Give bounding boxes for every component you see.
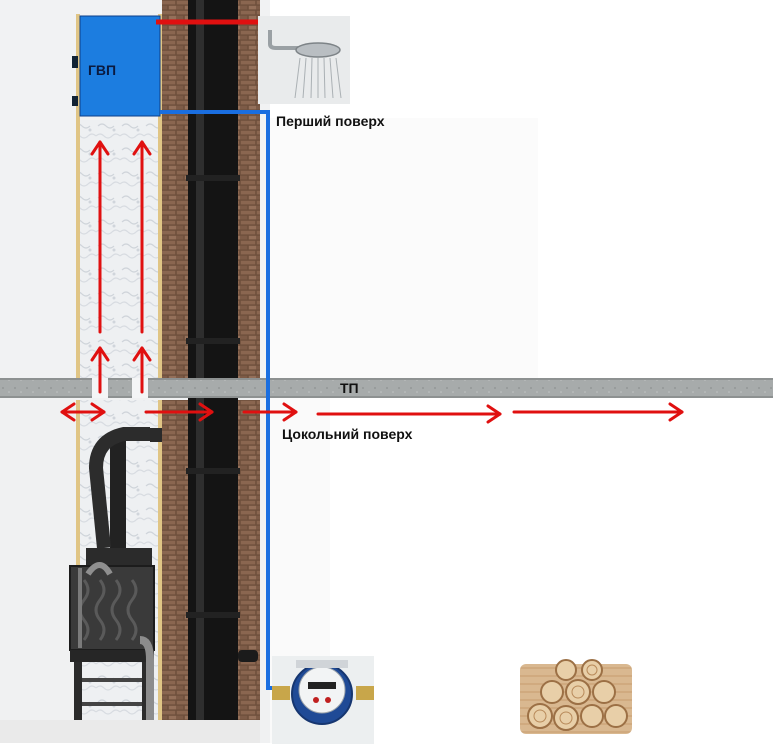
water-meter-icon: [272, 656, 374, 744]
ground-floor-label: Цокольний поверх: [282, 426, 413, 442]
heat-flow-arrows-horizontal: [60, 402, 684, 424]
wood-stove-icon: [69, 427, 162, 720]
floor-slab: [0, 378, 773, 398]
shower-head-icon: [258, 16, 350, 104]
brick-chimney-walls: [162, 0, 260, 720]
slab-label: ТП: [340, 380, 359, 396]
hot-water-tank: [72, 15, 161, 117]
chimney-pipe: [186, 0, 258, 720]
boiler-label: ГВП: [88, 62, 117, 78]
first-floor-label: Перший поверх: [276, 113, 385, 129]
ground-floor-base: [0, 720, 260, 743]
upper-insulated-shaft: [76, 14, 162, 378]
heat-flow-arrows-upper: [90, 140, 152, 394]
firewood-stack-icon: [520, 659, 632, 734]
